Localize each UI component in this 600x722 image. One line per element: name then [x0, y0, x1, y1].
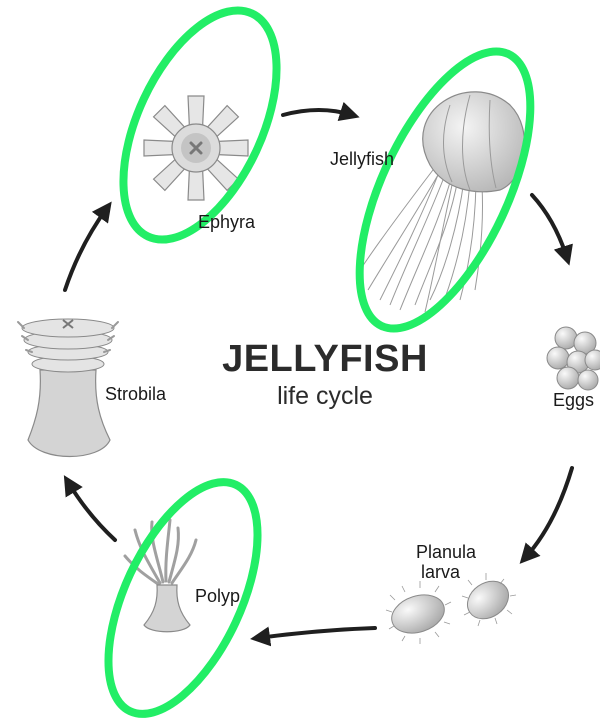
arrow-jellyfish-to-eggs — [532, 195, 567, 258]
polyp-illustration — [125, 520, 196, 632]
label-ephyra: Ephyra — [198, 213, 255, 233]
label-planula-line1: Planula — [416, 543, 476, 563]
ephyra-illustration — [144, 96, 248, 200]
label-jellyfish: Jellyfish — [330, 150, 394, 170]
arrow-planula-to-polyp — [258, 628, 375, 638]
arrow-eggs-to-planula — [525, 468, 572, 558]
label-planula-line2: larva — [421, 563, 460, 583]
polyp-highlight-ellipse — [78, 460, 289, 722]
arrow-polyp-to-strobila — [68, 482, 115, 540]
jellyfish-highlight-ellipse — [325, 27, 566, 352]
diagram-title: JELLYFISH — [205, 338, 445, 381]
strobila-illustration — [18, 319, 118, 457]
label-polyp: Polyp — [195, 587, 240, 607]
arrow-strobila-to-ephyra — [65, 208, 107, 290]
diagram-subtitle: life cycle — [205, 382, 445, 411]
label-eggs: Eggs — [553, 391, 594, 411]
jellyfish-illustration — [360, 92, 524, 312]
planula-larva-illustration — [386, 573, 516, 644]
arrow-ephyra-to-jellyfish — [283, 110, 352, 115]
label-strobila: Strobila — [105, 385, 166, 405]
eggs-illustration — [547, 327, 600, 390]
